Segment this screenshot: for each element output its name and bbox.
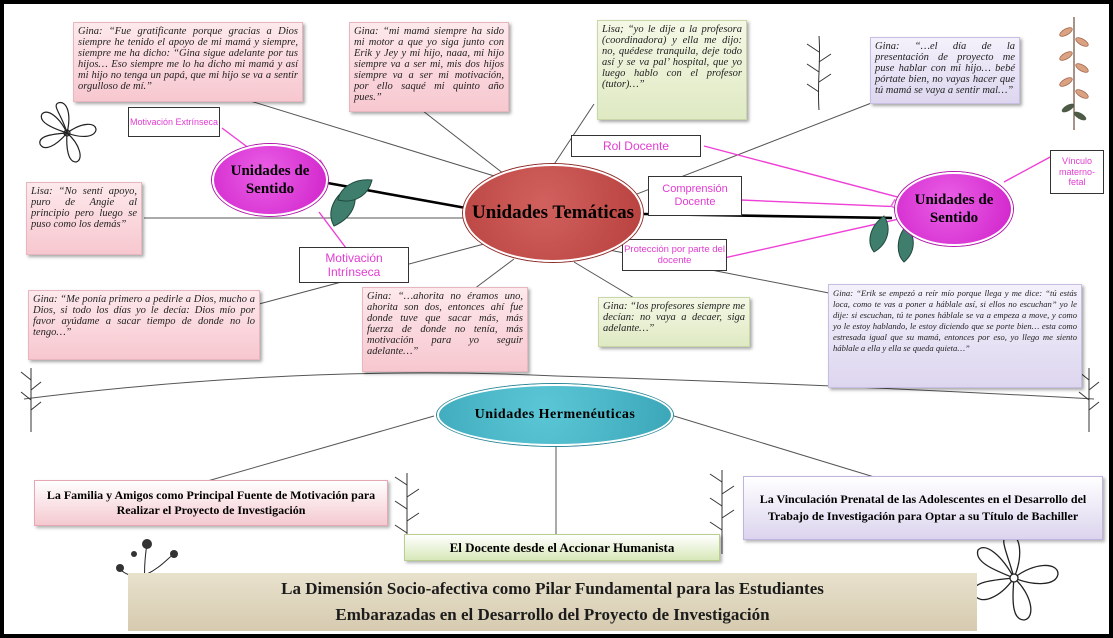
quote-lisa-2: Lisa: “No sentí apoyo, puro de Angie al … <box>26 182 142 255</box>
flower-icon-large <box>973 534 1059 621</box>
label-comprension-docente: Comprensión Docente <box>648 176 742 216</box>
quote-gina-3: Gina: “…el día de la presentación de pro… <box>870 37 1020 104</box>
branch-icon <box>1059 17 1089 130</box>
result-familia-amigos: La Familia y Amigos como Principal Fuent… <box>34 480 388 526</box>
sprig-icon-left <box>20 368 42 432</box>
node-unidades-hermeneuticas: Unidades Hermenéuticas <box>437 384 673 446</box>
quote-lisa-1: Lisa; “yo le dije a la profesora (coordi… <box>597 20 747 120</box>
banner-line-2: Embarazadas en el Desarrollo del Proyect… <box>335 605 770 624</box>
sprig-icon <box>806 35 832 111</box>
label-rol-docente: Rol Docente <box>571 135 701 157</box>
node-unidades-sentido-right: Unidades de Sentido <box>895 172 1013 246</box>
title-banner: La Dimensión Socio-afectiva como Pilar F… <box>128 573 977 631</box>
sprig-icon-center-right <box>709 470 735 554</box>
node-unidades-sentido-left: Unidades de Sentido <box>212 144 328 216</box>
quote-gina-5: Gina: “…ahorita no éramos uno, ahorita s… <box>362 287 528 372</box>
node-unidades-tematicas: Unidades Temáticas <box>463 164 643 262</box>
result-docente-humanista: El Docente desde el Accionar Humanista <box>404 534 720 561</box>
flower-icon <box>39 101 97 163</box>
diagram-canvas: Gina: “Fue gratificante porque gracias a… <box>4 4 1109 634</box>
result-vinculacion-prenatal: La Vinculación Prenatal de las Adolescen… <box>743 476 1103 540</box>
connector-lines <box>23 95 1095 534</box>
label-vinculo-materno-fetal: Vínculo materno-fetal <box>1050 150 1104 194</box>
quote-gina-6: Gina: “los profesores siempre me decían:… <box>598 297 750 347</box>
quote-gina-7: Gina: “Erik se empezó a reír mío porque … <box>828 284 1082 388</box>
quote-gina-4: Gina: “Me ponía primero a pedirle a Dios… <box>28 290 260 360</box>
label-motivacion-extrinseca: Motivación Extrínseca <box>128 107 220 137</box>
label-proteccion-docente: Protección por parte del docente <box>622 239 727 271</box>
quote-gina-1: Gina: “Fue gratificante porque gracias a… <box>73 22 303 102</box>
label-motivacion-intrinseca: Motivación Intrínseca <box>299 247 409 283</box>
quote-gina-2: Gina: “mi mamá siempre ha sido mi motor … <box>349 22 509 112</box>
banner-line-1: La Dimensión Socio-afectiva como Pilar F… <box>281 579 824 598</box>
